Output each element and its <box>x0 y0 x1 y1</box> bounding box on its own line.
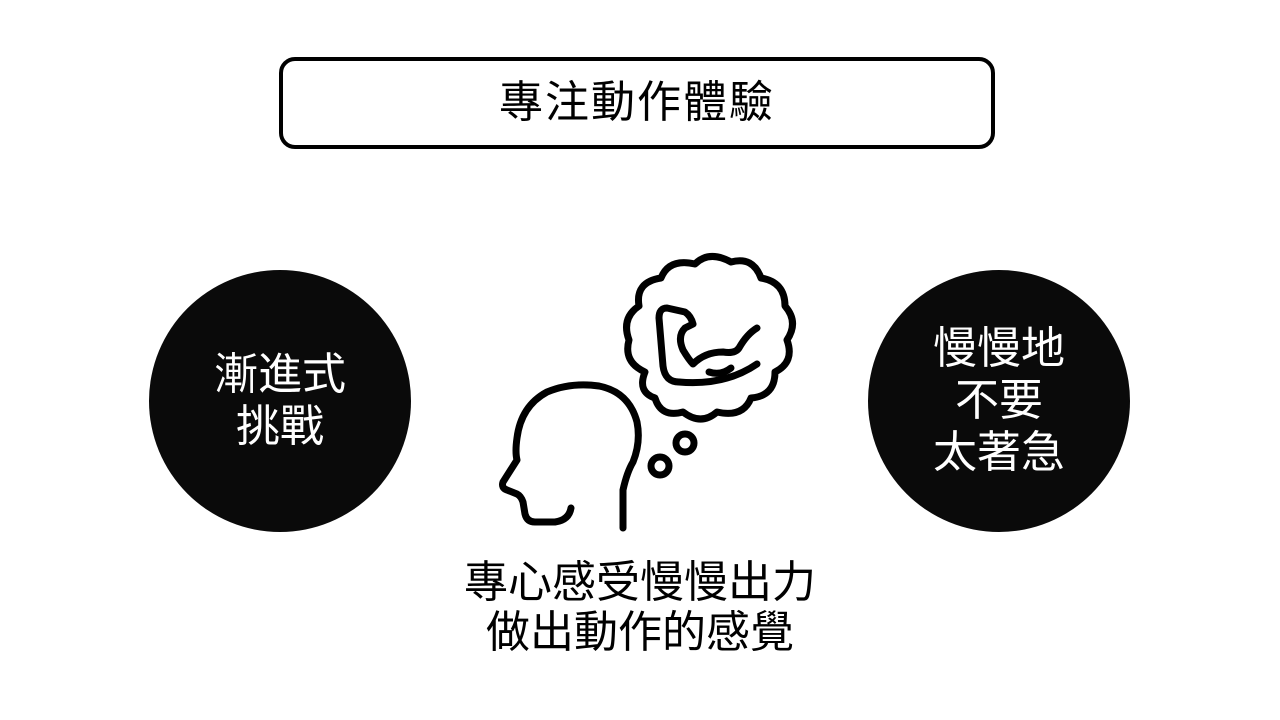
circle-left-line-2: 挑戰 <box>236 401 324 452</box>
page-title: 專注動作體驗 <box>499 77 775 128</box>
head-profile-icon <box>499 381 642 532</box>
circle-progressive-challenge: 漸進式 挑戰 <box>149 270 411 532</box>
head-thinking-of-flexed-arm-icon <box>495 252 805 537</box>
flexed-arm-icon <box>655 304 761 387</box>
title-box: 專注動作體驗 <box>279 57 995 149</box>
circle-right-line-1: 慢慢地 <box>933 323 1065 374</box>
circle-right-line-2: 不要 <box>955 375 1043 426</box>
caption: 專心感受慢慢出力 做出動作的感覺 <box>380 558 900 658</box>
circle-slowly-no-rush: 慢慢地 不要 太著急 <box>868 270 1130 532</box>
caption-line-1: 專心感受慢慢出力 <box>464 557 816 608</box>
thought-bubble-dots-icon <box>647 430 698 479</box>
caption-line-2: 做出動作的感覺 <box>486 607 794 658</box>
thought-cloud-icon <box>623 253 796 423</box>
circle-left-line-1: 漸進式 <box>214 349 346 400</box>
circle-right-line-3: 太著急 <box>933 427 1065 478</box>
